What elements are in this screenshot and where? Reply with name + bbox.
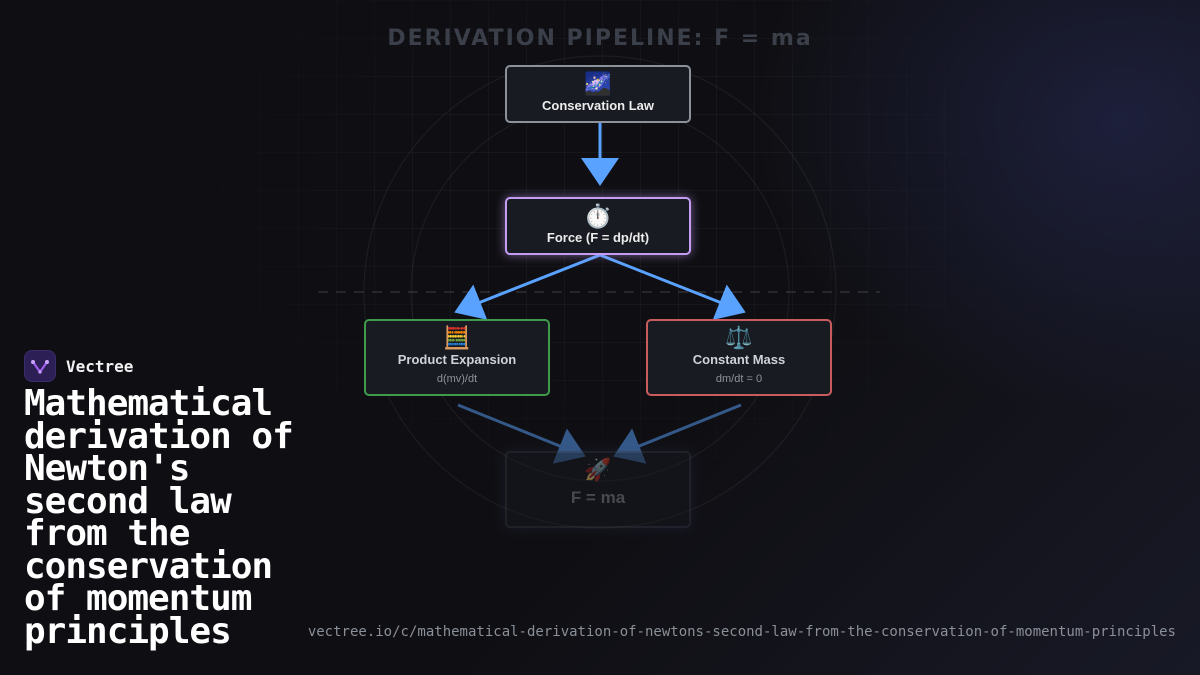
rocket-icon: 🚀 [584,457,612,482]
node-conservation-law: 🌌 Conservation Law [505,65,691,123]
headline: Mathematical derivation of Newton's seco… [24,383,294,652]
node-product-expansion: 🧮 Product Expansion d(mv)/dt [364,319,550,396]
page-url: vectree.io/c/mathematical-derivation-of-… [307,624,1176,640]
node-constant-mass: ⚖️ Constant Mass dm/dt = 0 [646,319,832,396]
node-label: F = ma [570,488,626,507]
edge-force-product [454,253,601,320]
balance-scale-icon: ⚖️ [725,325,753,350]
abacus-icon: 🧮 [443,325,471,350]
node-label: Product Expansion [397,352,517,367]
node-force: ⏱️ Force (F = dp/dt) [505,197,691,255]
stopwatch-icon: ⏱️ [583,203,613,229]
node-sublabel: d(mv)/dt [436,373,478,385]
node-label: Constant Mass [692,352,786,367]
edge-constant-result [613,403,742,464]
node-label: Force (F = dp/dt) [546,230,650,245]
node-result: 🚀 F = ma [505,451,691,528]
decor-ring-outer [363,55,837,529]
vectree-logo-icon [24,350,56,382]
node-sublabel: dm/dt = 0 [715,373,763,385]
edge-force-constant [599,253,746,320]
brand: Vectree [24,350,133,382]
diagram-title: DERIVATION PIPELINE: F = ma [387,26,813,51]
edge-product-result [457,403,586,464]
milky-way-icon: 🌌 [584,71,612,96]
node-label: Conservation Law [542,98,654,113]
brand-name: Vectree [66,356,134,376]
